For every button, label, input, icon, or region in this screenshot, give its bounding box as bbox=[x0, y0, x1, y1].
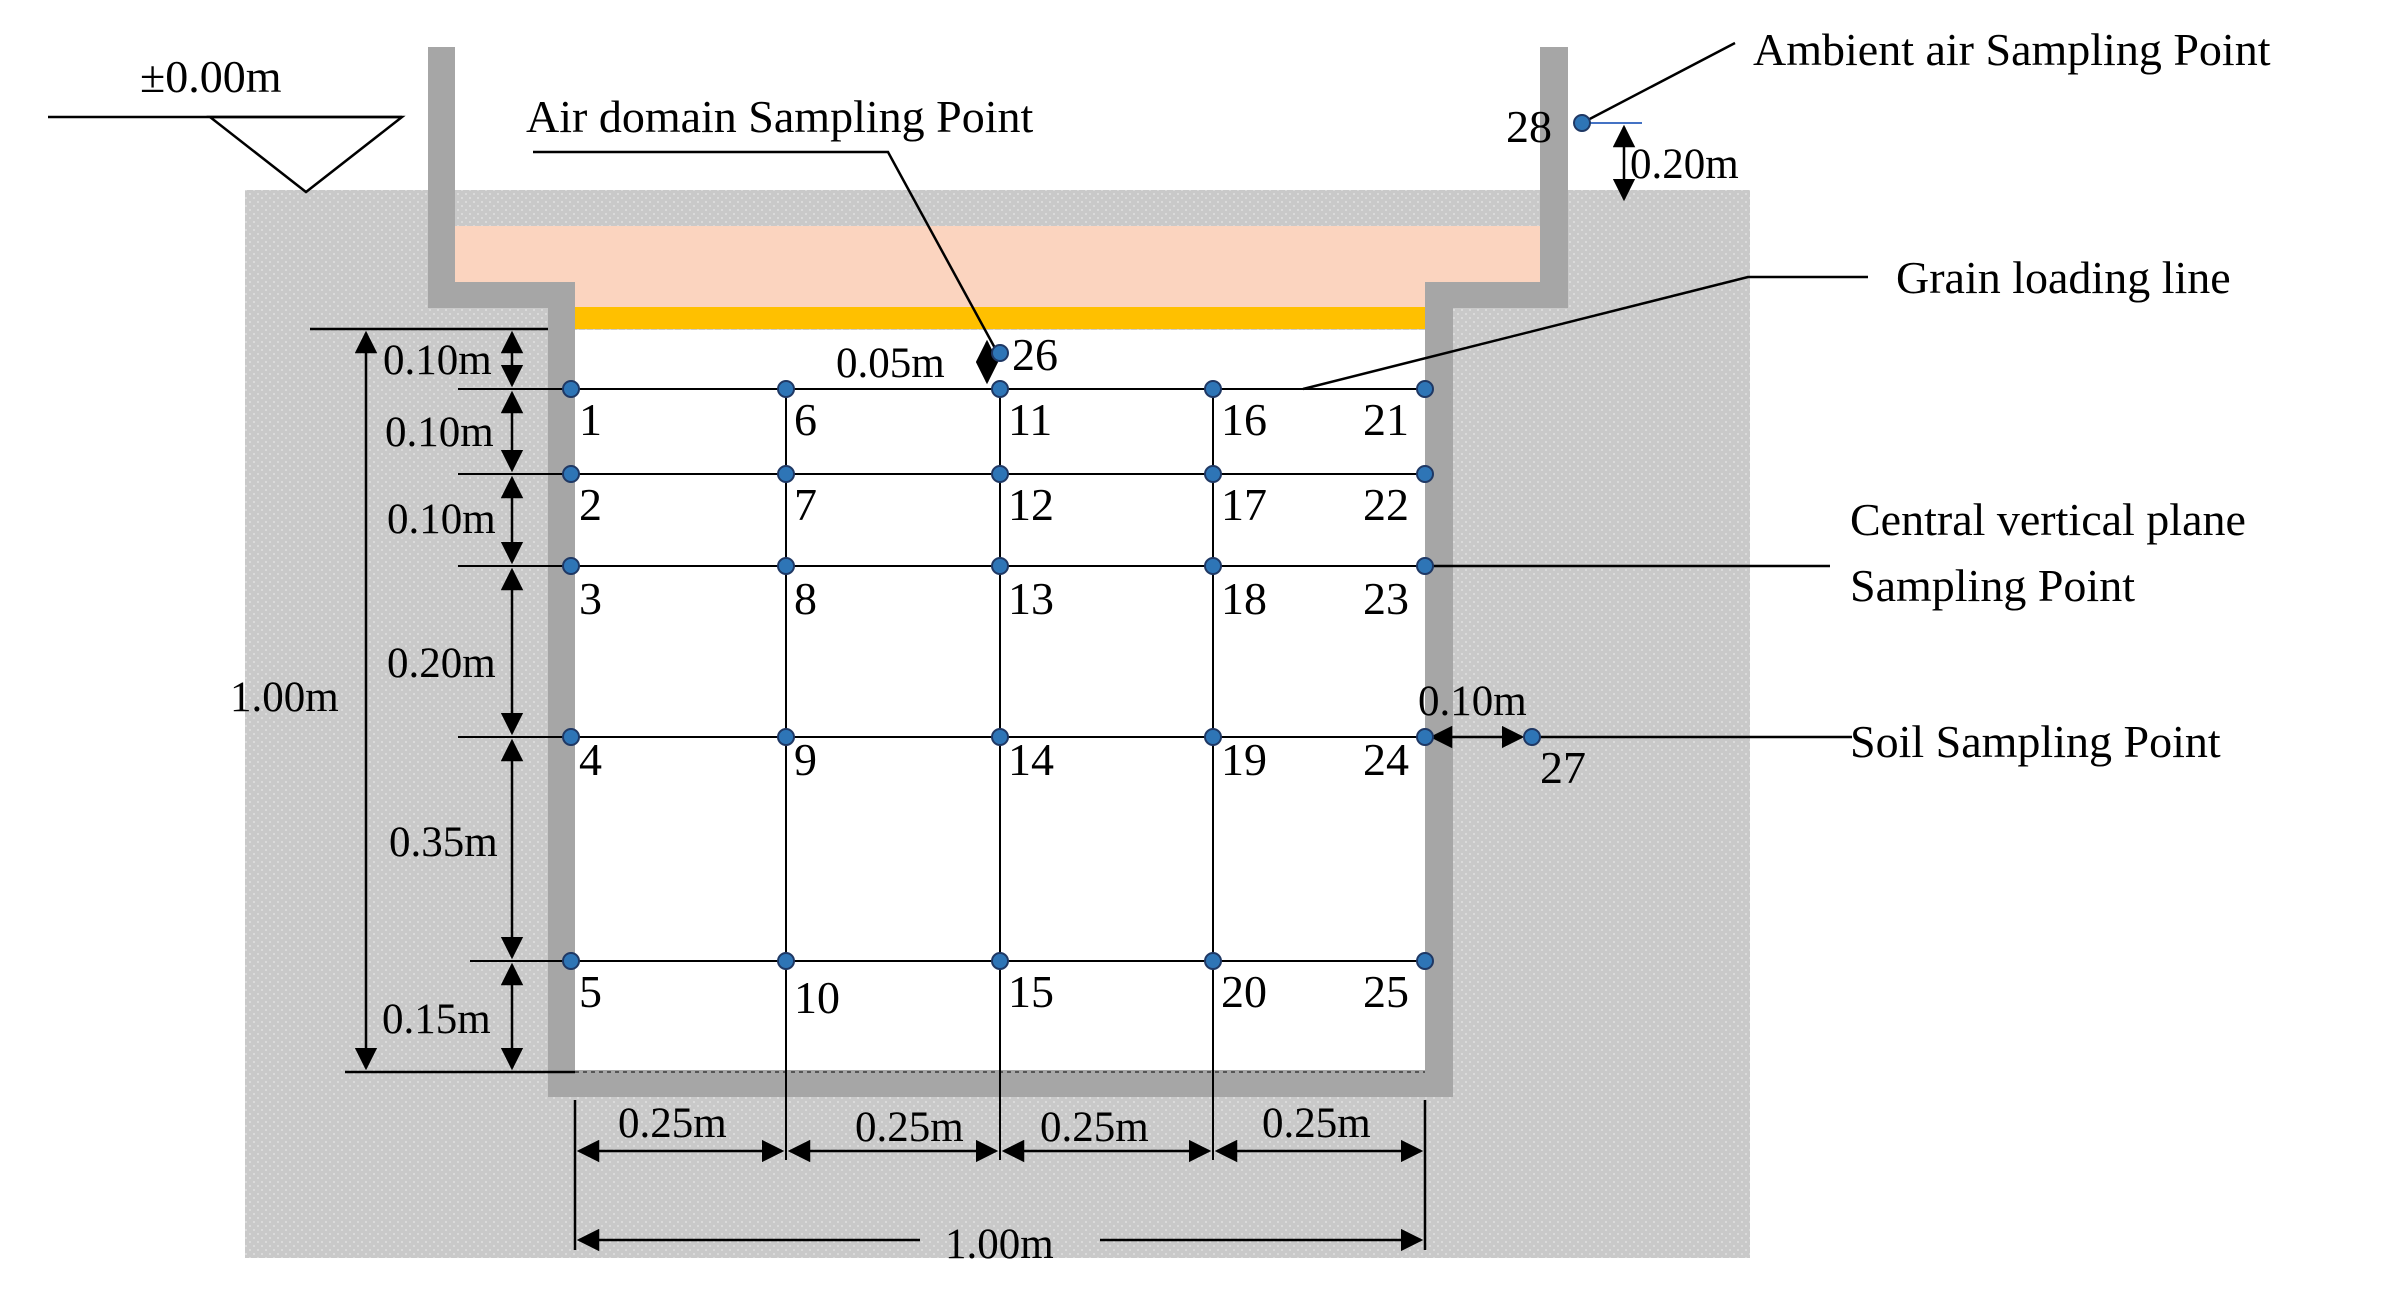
sampling-point-label-26: 26 bbox=[1012, 329, 1058, 380]
central-plane-label-1: Central vertical plane bbox=[1850, 494, 2246, 545]
v-dim-2: 0.10m bbox=[385, 409, 494, 456]
h-dim-1: 0.25m bbox=[618, 1100, 727, 1147]
ambient-label: Ambient air Sampling Point bbox=[1753, 24, 2271, 75]
sampling-point-5 bbox=[562, 952, 580, 970]
sampling-point-label-2: 2 bbox=[579, 479, 602, 530]
sampling-point-label-13: 13 bbox=[1008, 573, 1054, 624]
soil-label: Soil Sampling Point bbox=[1850, 716, 2221, 767]
sampling-point-label-12: 12 bbox=[1008, 479, 1054, 530]
sampling-point-12 bbox=[991, 465, 1009, 483]
sampling-point-17 bbox=[1204, 465, 1222, 483]
sampling-point-label-27: 27 bbox=[1540, 742, 1586, 793]
sampling-point-label-25: 25 bbox=[1363, 966, 1409, 1017]
ambient-offset-label: 0.20m bbox=[1630, 141, 1739, 188]
sampling-point-label-18: 18 bbox=[1221, 573, 1267, 624]
leader-lines bbox=[533, 41, 1868, 739]
ground-level-label: ±0.00m bbox=[140, 51, 282, 102]
sampling-point-26 bbox=[991, 344, 1009, 362]
sampling-point-7 bbox=[777, 465, 795, 483]
ground-level-symbol: ±0.00m bbox=[48, 51, 406, 194]
ambient-offset-dimension bbox=[1582, 122, 1642, 202]
sampling-point-16 bbox=[1204, 380, 1222, 398]
sampling-point-label-22: 22 bbox=[1363, 479, 1409, 530]
sampling-point-label-20: 20 bbox=[1221, 966, 1267, 1017]
sampling-point-label-9: 9 bbox=[794, 734, 817, 785]
sampling-point-label-15: 15 bbox=[1008, 966, 1054, 1017]
sampling-point-label-17: 17 bbox=[1221, 479, 1267, 530]
sampling-point-label-5: 5 bbox=[579, 966, 602, 1017]
air-domain-label: Air domain Sampling Point bbox=[526, 91, 1034, 142]
sampling-point-label-14: 14 bbox=[1008, 734, 1054, 785]
sampling-point-label-6: 6 bbox=[794, 394, 817, 445]
v-dim-5: 0.35m bbox=[389, 819, 498, 866]
sampling-grid bbox=[458, 388, 1425, 1160]
sampling-point-label-24: 24 bbox=[1363, 734, 1409, 785]
v-dim-3: 0.10m bbox=[387, 496, 496, 543]
horizontal-dimensions bbox=[573, 1100, 1427, 1252]
sampling-point-3 bbox=[562, 557, 580, 575]
sampling-point-23 bbox=[1416, 557, 1434, 575]
sampling-point-label-8: 8 bbox=[794, 573, 817, 624]
sampling-point-label-23: 23 bbox=[1363, 573, 1409, 624]
grain-line-label: Grain loading line bbox=[1896, 252, 2231, 303]
grain-surface-band bbox=[575, 307, 1425, 329]
sampling-point-19 bbox=[1204, 728, 1222, 746]
h-dim-2: 0.25m bbox=[855, 1104, 964, 1151]
sampling-point-15 bbox=[991, 952, 1009, 970]
sampling-point-20 bbox=[1204, 952, 1222, 970]
sampling-point-label-16: 16 bbox=[1221, 394, 1267, 445]
sampling-point-6 bbox=[777, 380, 795, 398]
sampling-point-label-10: 10 bbox=[794, 972, 840, 1023]
sampling-point-24 bbox=[1416, 728, 1434, 746]
sampling-point-label-1: 1 bbox=[579, 394, 602, 445]
sampling-point-label-28: 28 bbox=[1506, 101, 1552, 152]
v-dim-1: 0.10m bbox=[383, 337, 492, 384]
sampling-point-4 bbox=[562, 728, 580, 746]
v-dim-4: 0.20m bbox=[387, 640, 496, 687]
sampling-point-10 bbox=[777, 952, 795, 970]
h-dim-total: 1.00m bbox=[945, 1221, 1054, 1268]
top-soil-layer bbox=[455, 226, 1540, 308]
sampling-point-9 bbox=[777, 728, 795, 746]
sampling-point-label-4: 4 bbox=[579, 734, 602, 785]
sampling-point-label-7: 7 bbox=[794, 479, 817, 530]
sampling-point-14 bbox=[991, 728, 1009, 746]
sampling-point-label-21: 21 bbox=[1363, 394, 1409, 445]
sampling-point-label-11: 11 bbox=[1008, 394, 1052, 445]
sampling-points: 1234567891011121314151617181920212223242… bbox=[562, 101, 1591, 1023]
h-dim-4: 0.25m bbox=[1262, 1100, 1371, 1147]
v-dim-total: 1.00m bbox=[230, 674, 339, 721]
soil-offset-label: 0.10m bbox=[1418, 678, 1527, 725]
sampling-point-13 bbox=[991, 557, 1009, 575]
sampling-point-2 bbox=[562, 465, 580, 483]
sampling-point-21 bbox=[1416, 380, 1434, 398]
sampling-point-25 bbox=[1416, 952, 1434, 970]
h-dim-3: 0.25m bbox=[1040, 1104, 1149, 1151]
sampling-point-27 bbox=[1523, 728, 1541, 746]
sampling-point-label-19: 19 bbox=[1221, 734, 1267, 785]
sampling-point-22 bbox=[1416, 465, 1434, 483]
vertical-dimensions bbox=[310, 327, 575, 1074]
sampling-point-28 bbox=[1573, 114, 1591, 132]
v-dim-6: 0.15m bbox=[382, 996, 491, 1043]
central-plane-label-2: Sampling Point bbox=[1850, 560, 2135, 611]
sampling-point-11 bbox=[991, 380, 1009, 398]
sampling-point-18 bbox=[1204, 557, 1222, 575]
sampling-point-label-3: 3 bbox=[579, 573, 602, 624]
air-offset-label: 0.05m bbox=[836, 340, 945, 387]
sampling-point-8 bbox=[777, 557, 795, 575]
sampling-point-1 bbox=[562, 380, 580, 398]
